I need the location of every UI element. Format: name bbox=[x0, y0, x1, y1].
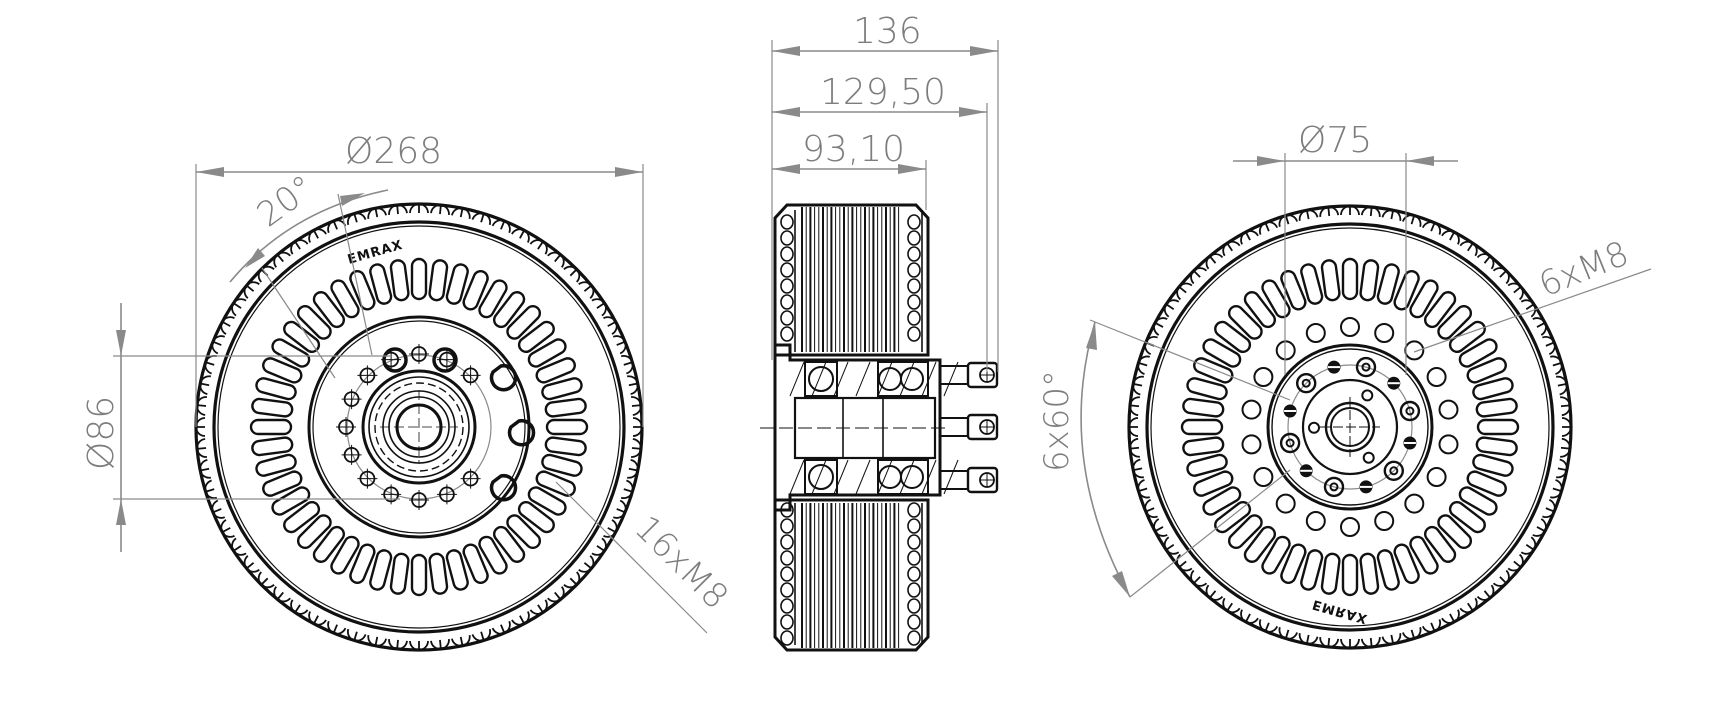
label-outer-diameter: Ø268 bbox=[345, 131, 442, 172]
dimension-shaft-circle: Ø75 bbox=[1233, 120, 1458, 375]
dimension-overall-length: 136 bbox=[771, 11, 999, 372]
label-connector-length: 129,50 bbox=[820, 72, 946, 113]
dimension-angle-20: 20° bbox=[229, 167, 389, 379]
dimension-bolt-circle: Ø86 bbox=[81, 303, 400, 552]
dimension-connector-length: 129,50 bbox=[772, 72, 988, 372]
label-angle-6x60: 6x60° bbox=[1037, 370, 1077, 472]
dimension-outer-diameter: Ø268 bbox=[195, 131, 644, 427]
dimension-body-length: 93,10 bbox=[772, 129, 927, 210]
label-shaft-circle: Ø75 bbox=[1298, 120, 1372, 161]
label-holes-6xm8: 6xM8 bbox=[1533, 234, 1634, 306]
front-view-right: EMRAX bbox=[1127, 204, 1573, 650]
label-angle-20: 20° bbox=[250, 167, 322, 235]
dimension-angle-6x60: 6x60° bbox=[1037, 319, 1291, 598]
label-body-length: 93,10 bbox=[802, 129, 905, 170]
label-bolt-circle: Ø86 bbox=[81, 396, 122, 470]
emrax-logo-left: EMRAX bbox=[346, 238, 405, 268]
leader-16xm8: 16xM8 bbox=[555, 481, 736, 634]
label-holes-16xm8: 16xM8 bbox=[627, 508, 736, 617]
side-view bbox=[760, 203, 999, 652]
front-view-left: EMRAX bbox=[194, 202, 644, 652]
emrax-logo-right: EMRAX bbox=[1311, 596, 1370, 626]
label-overall-length: 136 bbox=[853, 11, 922, 52]
